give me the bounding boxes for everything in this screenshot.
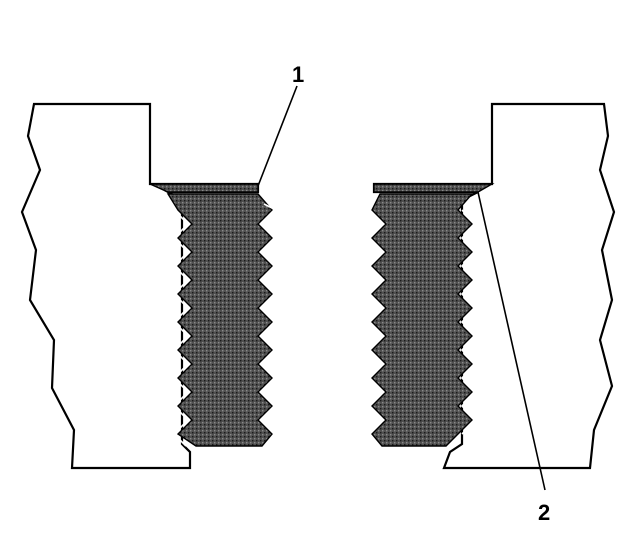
callout-2-leader — [477, 191, 546, 491]
callout-1-leader — [257, 85, 298, 187]
callout-2-label: 2 — [538, 500, 550, 525]
callout-1-label: 1 — [292, 62, 304, 87]
right-thread-insert — [366, 183, 495, 447]
left-thread-insert — [149, 183, 278, 447]
